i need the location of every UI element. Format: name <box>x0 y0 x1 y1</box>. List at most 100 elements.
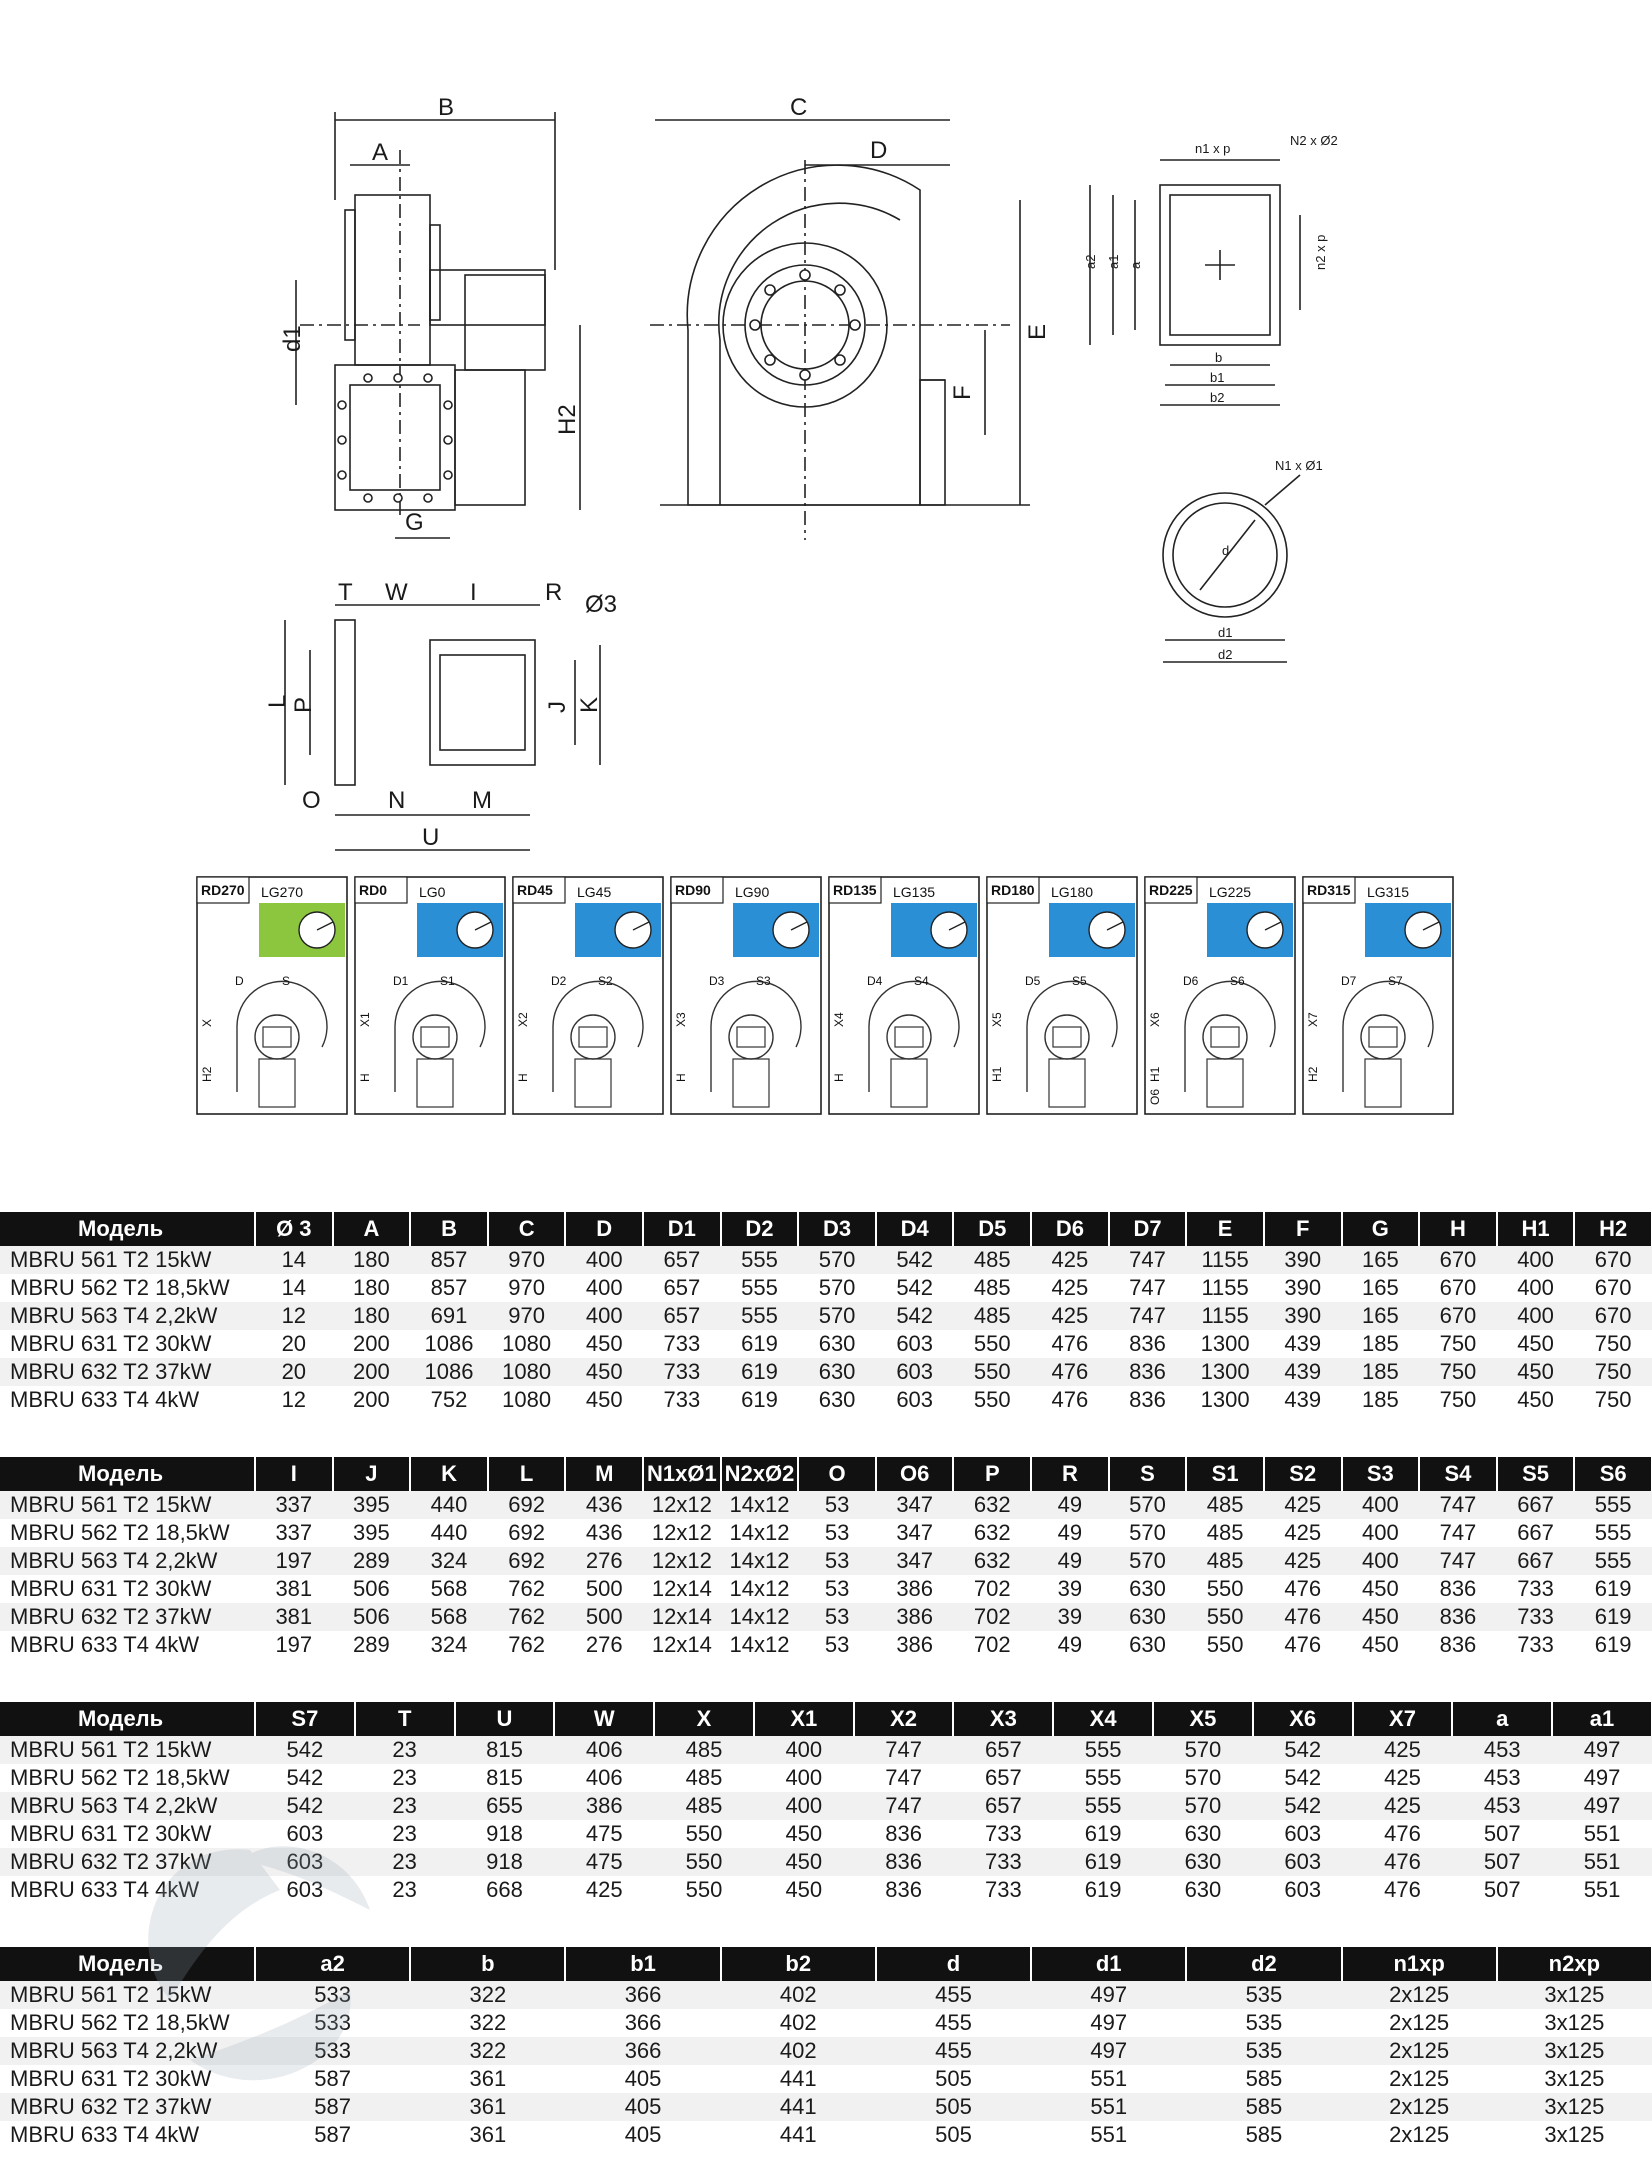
value-cell: 197 <box>275 1632 313 1657</box>
value-cell: 585 <box>1186 2093 1342 2121</box>
value-cell: 2x125 <box>1389 2066 1450 2091</box>
value-cell: 570 <box>1153 1792 1253 1820</box>
column-header: X7 <box>1352 1702 1454 1736</box>
model-cell: MBRU 562 T2 18,5kW <box>10 1765 230 1790</box>
lg-label: LG45 <box>577 884 611 900</box>
rd-label-box <box>670 876 724 904</box>
rd-label-box <box>512 876 566 904</box>
value-cell: 632 <box>953 1547 1032 1575</box>
value-cell: 441 <box>779 2122 817 2147</box>
value-cell: 12 <box>281 1387 307 1412</box>
dimension-label: O6 <box>1148 1089 1162 1105</box>
value-cell: 485 <box>654 1792 754 1820</box>
column-header: J <box>332 1457 412 1491</box>
value-cell: 455 <box>875 2037 1032 2065</box>
value-cell: 497 <box>1583 1765 1621 1790</box>
value-cell: 587 <box>255 2093 411 2121</box>
value-cell: 347 <box>875 1491 954 1519</box>
label-N2xO2: N2 x Ø2 <box>1290 133 1338 148</box>
value-cell: 455 <box>935 2010 972 2035</box>
value-cell: 400 <box>1517 1275 1554 1300</box>
value-cell: 587 <box>314 2122 351 2147</box>
value-cell: 39 <box>1057 1576 1083 1601</box>
column-header: Модель <box>0 1947 256 1981</box>
label-T: T <box>338 579 353 606</box>
value-cell: 836 <box>1108 1358 1187 1386</box>
column-header: S6 <box>1574 1457 1652 1491</box>
value-cell: 970 <box>487 1302 566 1330</box>
rd-label-box <box>1144 876 1198 904</box>
value-cell: 436 <box>565 1491 644 1519</box>
column-header: n2xp <box>1496 1947 1652 1981</box>
dimension-label: D3 <box>709 974 725 988</box>
column-header: Модель <box>0 1457 256 1491</box>
value-cell: 568 <box>410 1603 488 1631</box>
value-cell: 337 <box>255 1491 333 1519</box>
dimension-label: X6 <box>1148 1012 1162 1027</box>
dimension-label: H2 <box>200 1066 214 1082</box>
value-cell: 49 <box>1031 1491 1109 1519</box>
value-cell: 406 <box>585 1765 623 1790</box>
column-header: P <box>953 1457 1033 1491</box>
value-cell: 603 <box>1252 1848 1353 1876</box>
value-cell: 53 <box>798 1491 876 1519</box>
outlet-direction-icon <box>1264 921 1282 931</box>
value-cell: 970 <box>487 1246 566 1274</box>
value-cell: 390 <box>1263 1302 1342 1330</box>
value-cell: 1300 <box>1186 1358 1264 1386</box>
value-cell: 14x12 <box>729 1632 790 1657</box>
value-cell: 497 <box>1552 1736 1652 1764</box>
value-cell: 476 <box>1051 1331 1089 1356</box>
value-cell: 450 <box>585 1331 623 1356</box>
value-cell: 555 <box>1053 1736 1154 1764</box>
rd-label-box <box>986 876 1040 904</box>
value-cell: 14x12 <box>720 1603 799 1631</box>
value-cell: 386 <box>896 1632 934 1657</box>
value-cell: 542 <box>255 1736 355 1764</box>
value-cell: 406 <box>554 1736 655 1764</box>
label-b2: b2 <box>1210 390 1224 405</box>
column-header: D4 <box>875 1212 955 1246</box>
value-cell: 535 <box>1186 1981 1342 2009</box>
value-cell: 441 <box>779 2066 817 2091</box>
value-cell: 440 <box>430 1520 468 1545</box>
column-header: Модель <box>0 1702 256 1736</box>
value-cell: 436 <box>585 1520 623 1545</box>
column-header: a2 <box>255 1947 412 1981</box>
dimension-label: X2 <box>516 1012 530 1027</box>
dimension-label: S4 <box>914 974 929 988</box>
value-cell: 619 <box>1594 1632 1632 1657</box>
value-cell: 425 <box>1031 1302 1109 1330</box>
value-cell: 450 <box>1361 1632 1399 1657</box>
label-d1: d1 <box>279 325 306 352</box>
dimension-label: S6 <box>1230 974 1245 988</box>
column-header: U <box>454 1702 556 1736</box>
scroll-housing <box>1026 980 1118 1092</box>
value-cell: 200 <box>353 1331 390 1356</box>
label-n2xp: n2 x p <box>1313 235 1328 270</box>
dimension-label: S5 <box>1072 974 1087 988</box>
value-cell: 667 <box>1496 1547 1575 1575</box>
value-cell: 542 <box>875 1246 954 1274</box>
value-cell: 381 <box>255 1603 333 1631</box>
value-cell: 762 <box>508 1576 545 1601</box>
rd-label-box <box>1302 876 1356 904</box>
value-cell: 289 <box>332 1547 411 1575</box>
value-cell: 405 <box>624 2122 662 2147</box>
value-cell: 657 <box>953 1792 1054 1820</box>
value-cell: 619 <box>1574 1603 1652 1631</box>
label-F: F <box>949 385 976 400</box>
value-cell: 750 <box>1574 1358 1652 1386</box>
value-cell: 747 <box>1439 1520 1477 1545</box>
value-cell: 450 <box>1496 1358 1575 1386</box>
outlet-direction-icon <box>790 921 808 931</box>
